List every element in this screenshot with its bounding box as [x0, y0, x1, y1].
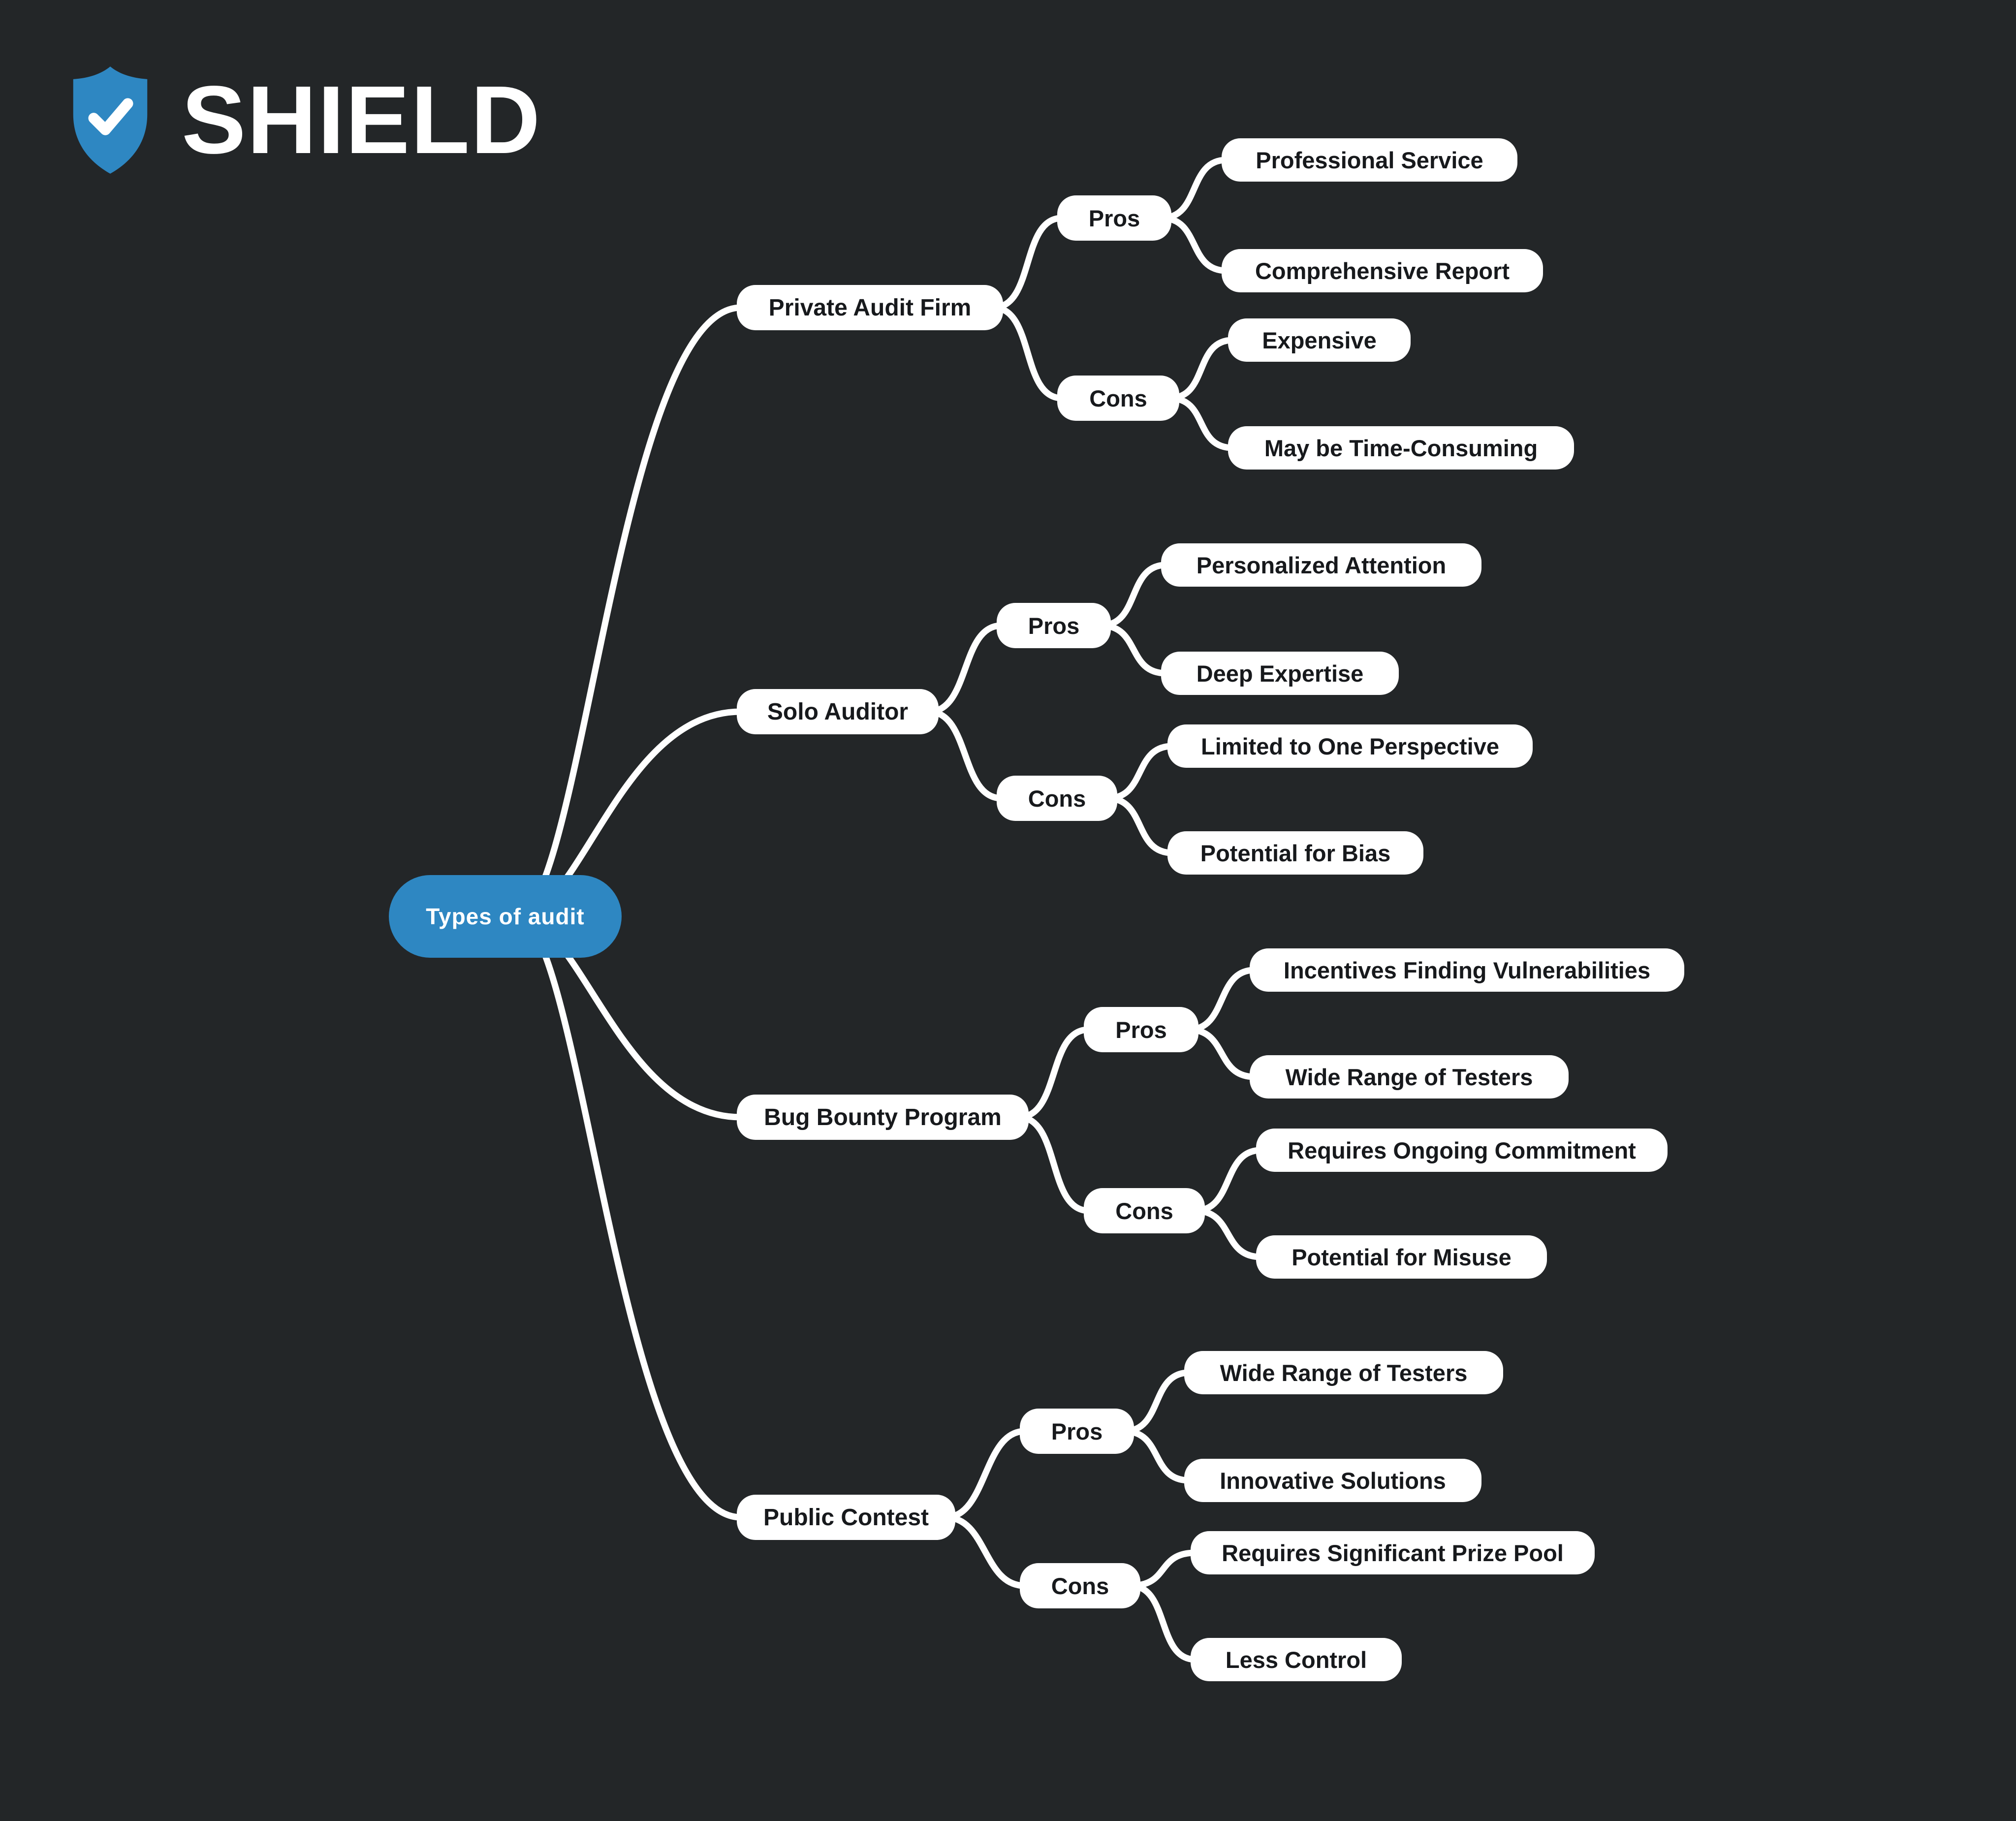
leaf-node-requires-ongoing-commitment[interactable]: Requires Ongoing Commitment [1256, 1129, 1668, 1172]
edge-paf-pros-2 [1158, 215, 1230, 274]
edge-bbp-pros-1 [1185, 967, 1258, 1033]
logo-text: SHIELD [182, 66, 541, 174]
cons-node-bug-bounty-program[interactable]: Cons [1084, 1188, 1205, 1233]
edge-bbp-cons [1015, 1114, 1092, 1214]
pros-node-public-contest[interactable]: Pros [1020, 1409, 1134, 1454]
edge-pc-cons [942, 1514, 1028, 1589]
pros-node-solo-auditor[interactable]: Pros [997, 603, 1111, 648]
leaf-node-incentives-finding-vulnerabilities[interactable]: Incentives Finding Vulnerabilities [1250, 948, 1684, 992]
leaf-node-innovative-solutions[interactable]: Innovative Solutions [1184, 1459, 1481, 1502]
branch-node-solo-auditor[interactable]: Solo Auditor [737, 689, 939, 734]
leaf-node-less-control[interactable]: Less Control [1191, 1638, 1402, 1681]
edge-sa-cons-2 [1104, 795, 1176, 856]
edge-bbp-pros-2 [1185, 1026, 1258, 1080]
shield-check-icon [73, 66, 148, 174]
edge-sa-pros-1 [1098, 562, 1169, 629]
edge-bbp-cons-2 [1192, 1207, 1264, 1260]
checkmark-icon [88, 98, 133, 135]
cons-node-private-audit-firm[interactable]: Cons [1057, 376, 1179, 421]
edge-pc-pros-1 [1121, 1369, 1193, 1435]
branch-node-bug-bounty-program[interactable]: Bug Bounty Program [737, 1095, 1029, 1140]
edge-root-private-audit-firm [513, 304, 744, 920]
pros-node-private-audit-firm[interactable]: Pros [1057, 195, 1171, 241]
edge-sa-cons [925, 708, 1005, 802]
leaf-node-wide-range-of-testers-pc[interactable]: Wide Range of Testers [1184, 1351, 1503, 1394]
leaf-node-expensive[interactable]: Expensive [1228, 318, 1411, 362]
leaf-node-potential-for-misuse[interactable]: Potential for Misuse [1256, 1235, 1547, 1279]
edge-root-public-contest [513, 913, 744, 1521]
leaf-node-deep-expertise[interactable]: Deep Expertise [1161, 652, 1399, 695]
edge-bbp-pros [1015, 1026, 1092, 1121]
leaf-node-requires-significant-prize-pool[interactable]: Requires Significant Prize Pool [1191, 1531, 1595, 1574]
edge-sa-pros [925, 622, 1005, 715]
leaf-node-may-be-time-consuming[interactable]: May be Time-Consuming [1228, 426, 1574, 470]
edge-pc-cons-1 [1127, 1549, 1199, 1589]
root-node[interactable]: Types of audit [389, 875, 622, 958]
cons-node-solo-auditor[interactable]: Cons [997, 776, 1117, 821]
edge-bbp-cons-1 [1192, 1147, 1264, 1214]
leaf-node-wide-range-of-testers-bbp[interactable]: Wide Range of Testers [1250, 1055, 1569, 1099]
branch-node-private-audit-firm[interactable]: Private Audit Firm [737, 285, 1003, 330]
edge-paf-cons-2 [1166, 395, 1236, 451]
edge-paf-pros [990, 215, 1066, 311]
leaf-node-limited-to-one-perspective[interactable]: Limited to One Perspective [1167, 724, 1533, 768]
edge-pc-pros-2 [1121, 1428, 1193, 1484]
edge-paf-cons [990, 304, 1066, 402]
leaf-node-professional-service[interactable]: Professional Service [1222, 138, 1517, 182]
edge-sa-cons-1 [1104, 743, 1176, 802]
edge-pc-pros [942, 1428, 1028, 1521]
edge-paf-pros-1 [1158, 157, 1230, 221]
branch-node-public-contest[interactable]: Public Contest [737, 1495, 955, 1540]
leaf-node-potential-for-bias[interactable]: Potential for Bias [1167, 831, 1423, 875]
leaf-node-personalized-attention[interactable]: Personalized Attention [1161, 543, 1481, 587]
edge-pc-cons-2 [1127, 1582, 1199, 1663]
edge-paf-cons-1 [1166, 337, 1236, 402]
pros-node-bug-bounty-program[interactable]: Pros [1084, 1007, 1198, 1052]
cons-node-public-contest[interactable]: Cons [1020, 1563, 1140, 1608]
edge-sa-pros-2 [1098, 622, 1169, 677]
leaf-node-comprehensive-report[interactable]: Comprehensive Report [1222, 249, 1543, 292]
logo: SHIELD [62, 63, 541, 177]
